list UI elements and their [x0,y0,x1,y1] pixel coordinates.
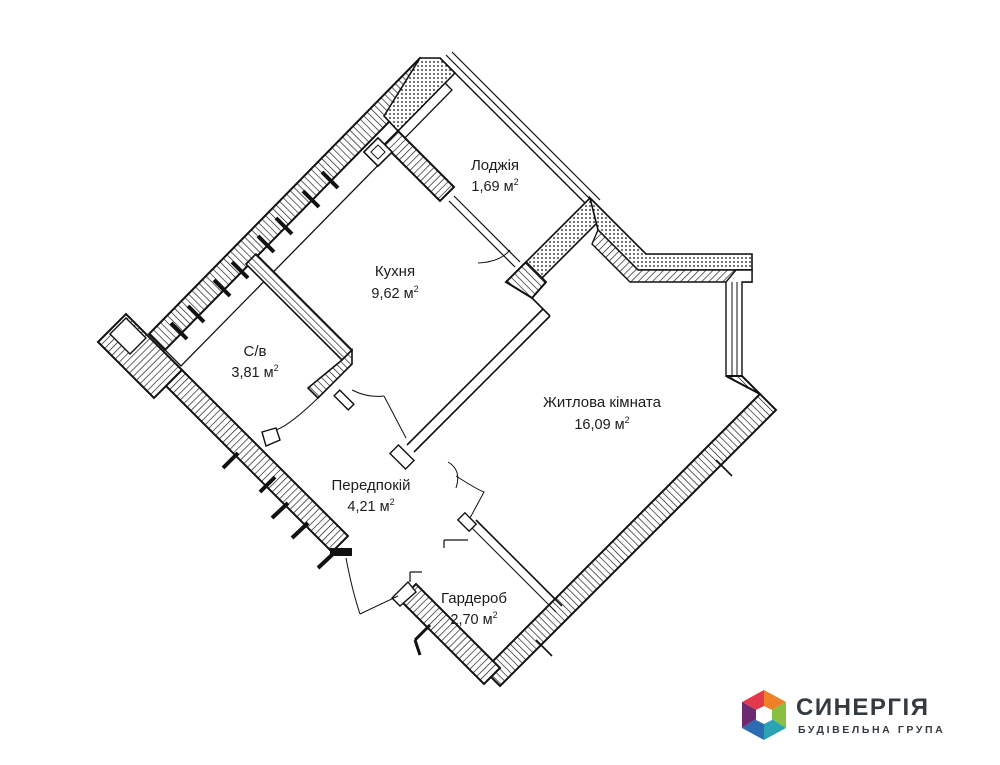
room-name: Передпокій [332,477,411,494]
room-name: Лоджія [471,157,519,174]
door-swings [275,389,485,615]
window-living-right [725,269,753,377]
room-name: Гардероб [441,590,507,607]
wall-loggia [362,51,601,268]
room-label-living: Житлова кімната 16,09 м2 [543,394,662,433]
room-area: 16,09 м2 [574,415,629,433]
wall-living-lower-right [482,375,778,688]
brand-logo: СИНЕРГІЯ БУДІВЕЛЬНА ГРУПА [738,688,978,748]
room-area: 3,81 м2 [231,363,278,381]
wall-living-top [504,195,753,300]
room-name: Житлова кімната [543,394,662,411]
wall-wardrobe-bottom [391,580,502,686]
room-name: Кухня [375,263,415,280]
wall-left-lower [96,312,352,570]
room-area: 1,69 м2 [471,177,518,195]
partitions [244,252,563,613]
room-label-hallway: Передпокій 4,21 м2 [332,477,411,515]
brand-name: СИНЕРГІЯ [796,694,930,721]
room-label-bathroom: С/в 3,81 м2 [231,343,278,381]
room-area: 4,21 м2 [347,497,394,515]
room-area: 9,62 м2 [371,284,418,302]
brand-subtitle: БУДІВЕЛЬНА ГРУПА [798,724,946,736]
brand-cube-icon [742,690,786,740]
room-label-loggia: Лоджія 1,69 м2 [471,157,519,195]
room-label-kitchen: Кухня 9,62 м2 [371,263,418,302]
room-name: С/в [244,343,267,360]
room-area: 2,70 м2 [450,610,497,628]
room-label-wardrobe: Гардероб 2,70 м2 [441,590,507,628]
